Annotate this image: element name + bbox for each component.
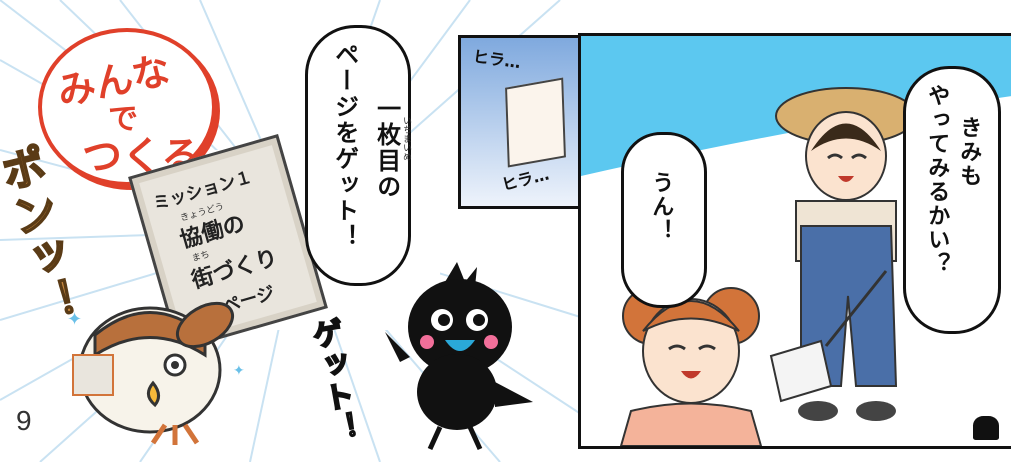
svg-text:✦: ✦	[233, 363, 245, 379]
small-shadow-creature	[973, 416, 999, 440]
man-character	[769, 87, 917, 421]
speech-bubble-man	[903, 66, 1001, 334]
bubble-left-ruby: いちまいめ	[401, 116, 411, 161]
speech-bubble-girl	[621, 132, 707, 308]
girl-character	[619, 287, 763, 446]
bubble-man-line-1: きみも	[956, 116, 982, 188]
sfx-hira-top: ヒラ…	[471, 46, 522, 73]
owl-mascot: ✦ ✦	[67, 301, 245, 445]
svg-text:✦: ✦	[67, 309, 82, 330]
panel-conversation: うん！ きみも やってみるかい？	[578, 33, 1011, 449]
page-number: 9	[16, 405, 32, 436]
sfx-hira-bottom: ヒラ…	[499, 164, 551, 195]
speech-bubble-left: いちまいめ	[305, 25, 411, 286]
logo-line-2: で	[108, 102, 138, 137]
bubble-left-line-1: 一枚目の	[372, 96, 401, 200]
bubble-girl-text: うん！	[648, 171, 674, 243]
falling-page-sheet	[505, 77, 566, 168]
bubble-left-line-2: ページをゲット！	[330, 42, 359, 250]
bubble-man-line-2: やってみるかい？	[924, 84, 950, 276]
crow-mascot	[385, 262, 533, 451]
